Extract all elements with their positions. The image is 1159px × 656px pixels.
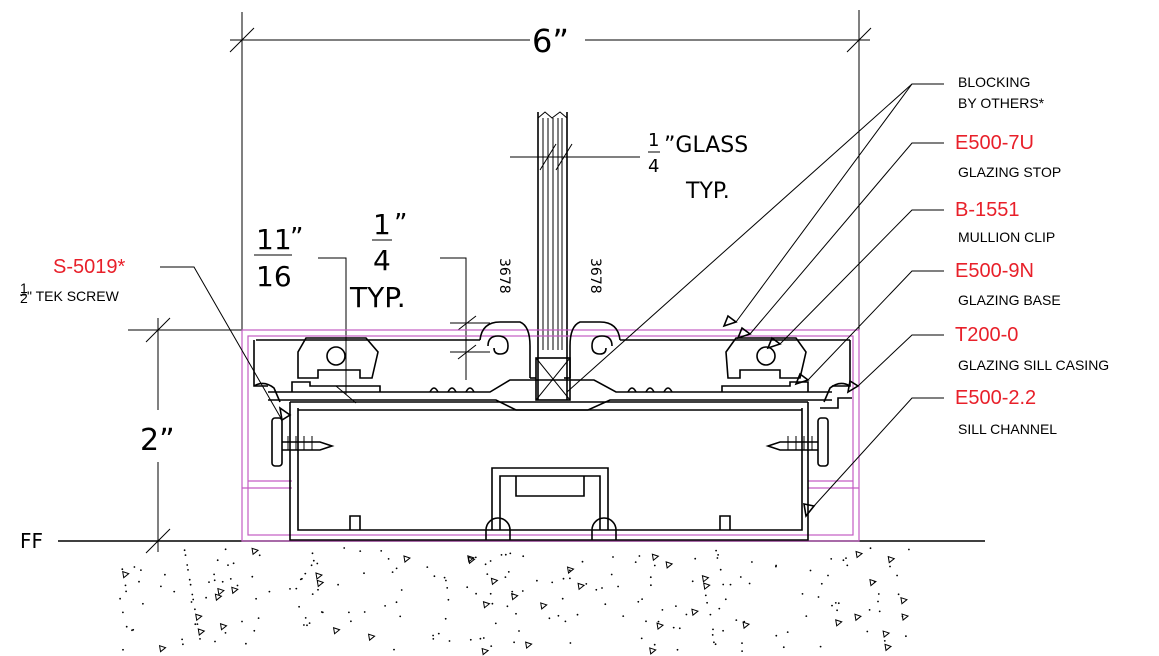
setting-block xyxy=(535,357,571,401)
glass-typ-label: TYP. xyxy=(685,179,730,204)
screw-fraction-numerator: 1 xyxy=(20,280,28,296)
callout-desc-sill-channel: SILL CHANNEL xyxy=(958,421,1057,437)
callout-part-t200-0: T200-0 xyxy=(955,324,1018,346)
frac1-numerator: 11 xyxy=(256,223,292,256)
mullion-clip-right xyxy=(721,337,809,392)
width-dimension-label: 6” xyxy=(532,22,569,60)
screw-fraction-denominator: 2 xyxy=(20,290,28,306)
frac2-leader xyxy=(440,257,490,380)
height-dimension-label: 2” xyxy=(140,423,175,458)
blocking-leader xyxy=(566,83,913,393)
sill-channel xyxy=(289,401,809,541)
glass-dimension-label: ”GLASS xyxy=(664,133,748,158)
callout-desc-tek-screw: " TEK SCREW xyxy=(27,288,120,304)
height-dimension xyxy=(128,317,245,554)
callout-part-e500-9n: E500-9N xyxy=(955,260,1034,282)
glass-fraction-numerator: 1 xyxy=(648,130,659,151)
width-dimension xyxy=(229,10,872,330)
glass-panel xyxy=(537,111,568,400)
callout-desc-mullion-clip: MULLION CLIP xyxy=(958,229,1055,245)
callout-blocking-desc2: BY OTHERS* xyxy=(958,95,1045,111)
ff-label: FF xyxy=(20,529,43,553)
callout-part-e500-2-2: E500-2.2 xyxy=(955,387,1036,409)
glazing-stop xyxy=(479,321,621,379)
callout-desc-glazing-sill-casing: GLAZING SILL CASING xyxy=(958,357,1109,373)
frac1-inch-mark: ” xyxy=(290,223,303,253)
callout-desc-glazing-base: GLAZING BASE xyxy=(958,292,1061,308)
concrete-slab-hatch xyxy=(119,547,910,656)
mullion-clip-left xyxy=(291,337,381,392)
tek-screw-right xyxy=(765,417,829,467)
callout-part-s-5019: S-5019* xyxy=(53,256,125,278)
callout-part-b-1551: B-1551 xyxy=(955,199,1020,221)
tek-screw-left xyxy=(271,417,335,467)
callout-leaders xyxy=(160,83,944,518)
glass-dimension xyxy=(510,143,660,171)
frac2-numerator: 1 xyxy=(373,208,391,241)
frac2-inch-mark: ” xyxy=(394,209,407,239)
callout-desc-glazing-stop: GLAZING STOP xyxy=(958,164,1061,180)
glass-fraction-denominator: 4 xyxy=(648,156,659,177)
glazing-sill-casing xyxy=(241,329,860,542)
callout-part-e500-7u: E500-7U xyxy=(955,132,1034,154)
frac2-typ-label: TYP. xyxy=(349,281,406,314)
gasket-label-right: 3678 xyxy=(587,258,603,294)
frac2-denominator: 4 xyxy=(373,244,391,277)
callout-blocking-desc: BLOCKING xyxy=(958,74,1030,90)
gasket-label-left: 3678 xyxy=(496,258,512,294)
frac1-denominator: 16 xyxy=(256,260,292,293)
casing-clips xyxy=(253,382,852,409)
